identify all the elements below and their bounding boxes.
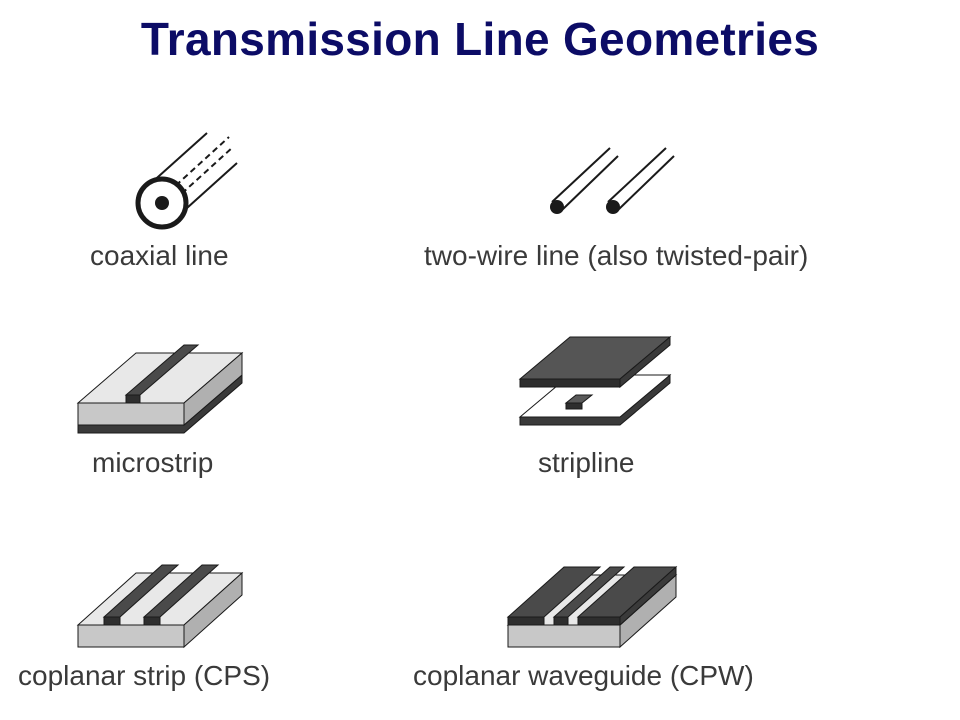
coplanar-strip-label: coplanar strip (CPS) [18,660,271,691]
microstrip-icon [76,344,244,434]
stripline-icon [518,335,672,426]
coaxial-line-label: coaxial line [90,240,229,271]
coaxial-line-icon [135,132,238,230]
coplanar-waveguide-icon [506,565,678,649]
microstrip-label: microstrip [92,447,214,478]
coplanar-waveguide-label: coplanar waveguide (CPW) [413,660,754,691]
coplanar-strip-icon [76,564,244,649]
stripline-label: stripline [538,447,635,478]
two-wire-line-label: two-wire line (also twisted-pair) [424,240,809,271]
page-title: Transmission Line Geometries [140,13,820,65]
two-wire-line-icon [550,147,675,214]
